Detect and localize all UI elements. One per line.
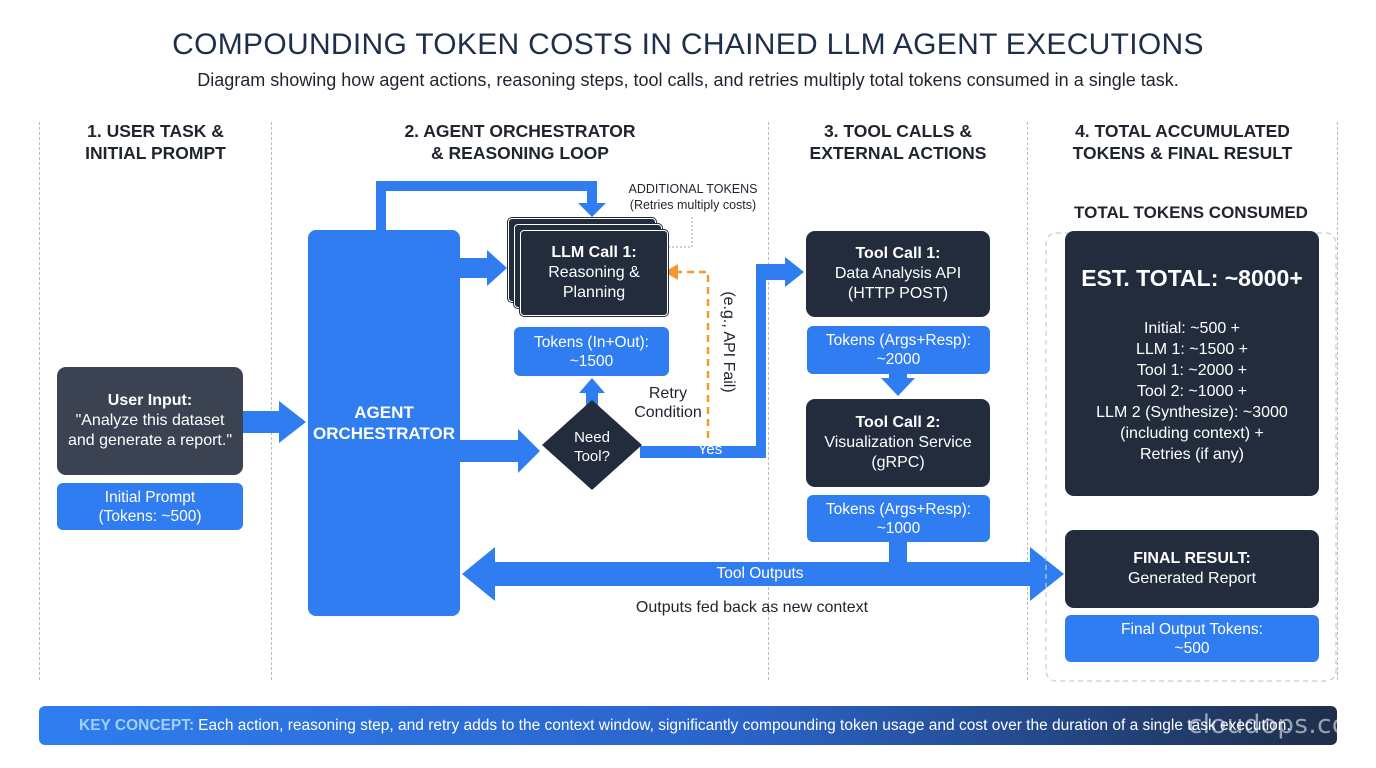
llm-call-text: Reasoning &	[548, 264, 640, 281]
breakdown-line: Tool 1: ~2000 +	[1136, 362, 1248, 379]
retry-arrowhead	[664, 264, 678, 280]
column-heading-line: 3. TOOL CALLS &	[823, 121, 973, 141]
orchestrator-label: ORCHESTRATOR	[313, 424, 455, 443]
initial-prompt-label: Initial Prompt	[104, 488, 196, 506]
arrow-to-orchestrator	[243, 401, 306, 443]
tool-call-1-text: Data Analysis API	[834, 265, 962, 282]
tool-stem	[889, 540, 907, 562]
llm-call-card: LLM Call 1: Reasoning & Planning	[520, 230, 668, 316]
tool-call-2-title: Tool Call 2:	[855, 414, 941, 431]
final-tokens-badge: Final Output Tokens: ~500	[1065, 615, 1319, 662]
tool-1-tokens-badge: Tokens (Args+Resp): ~2000	[807, 326, 990, 374]
final-result-title: FINAL RESULT:	[1133, 550, 1251, 567]
column-heading-line: INITIAL PROMPT	[85, 143, 226, 163]
orchestrator-label: AGENT	[354, 403, 414, 422]
additional-tokens-caption: (Retries multiply costs)	[629, 198, 757, 212]
tool-1-tokens-value: ~2000	[876, 351, 921, 368]
retry-label: Retry	[648, 385, 688, 402]
tool-2-tokens-badge: Tokens (Args+Resp): ~1000	[807, 495, 990, 542]
final-tokens-label: Final Output Tokens:	[1121, 620, 1263, 638]
tool-call-2-text: (gRPC)	[871, 454, 925, 471]
loop-arrow	[376, 181, 606, 232]
retry-condition-label: Retry Condition	[626, 384, 710, 422]
page-title: COMPOUNDING TOKEN COSTS IN CHAINED LLM A…	[172, 28, 1204, 61]
column-divider	[768, 122, 769, 680]
user-input-box: User Input: "Analyze this dataset and ge…	[57, 367, 243, 475]
user-input-label: User Input:	[107, 392, 193, 409]
arrow-to-decision	[460, 429, 540, 473]
initial-prompt-badge: Initial Prompt (Tokens: ~500)	[57, 483, 243, 530]
column-heading-total: 4. TOTAL ACCUMULATED TOKENS & FINAL RESU…	[1028, 120, 1337, 164]
estimated-total: EST. TOTAL: ~8000+	[1081, 265, 1303, 291]
total-tokens-heading: TOTAL TOKENS CONSUMED	[1074, 203, 1308, 222]
breakdown-line: Tool 2: ~1000 +	[1136, 383, 1248, 400]
column-heading-user-task: 1. USER TASK & INITIAL PROMPT	[40, 120, 271, 164]
llm-tokens-label: Tokens (In+Out):	[533, 333, 649, 351]
yes-label: Yes	[697, 441, 723, 458]
tool-call-1-text: (HTTP POST)	[847, 285, 949, 302]
breakdown-line: Retries (if any)	[1139, 446, 1244, 463]
breakdown-line: Initial: ~500 +	[1143, 320, 1241, 337]
arrow-tool1-to-tool2	[881, 374, 915, 396]
column-heading-line: 4. TOTAL ACCUMULATED	[1075, 121, 1290, 141]
retry-fail-label: (e.g., API Fail)	[720, 291, 737, 393]
llm-tokens-badge: Tokens (In+Out): ~1500	[514, 327, 669, 376]
watermark: cloudops.com	[1188, 710, 1375, 740]
breakdown-line: (including context) +	[1120, 425, 1264, 442]
tool-call-1-card: Tool Call 1: Data Analysis API (HTTP POS…	[806, 231, 990, 317]
decision-diamond	[542, 400, 642, 490]
arrow-up-to-llm	[579, 378, 605, 410]
tool-2-tokens-value: ~1000	[876, 519, 921, 537]
key-concept-label: KEY CONCEPT:	[79, 716, 195, 734]
arrow-to-llm	[460, 250, 507, 286]
decision-text: Need	[574, 429, 610, 446]
llm-call-text: Planning	[562, 284, 626, 301]
column-divider	[1337, 122, 1338, 680]
column-divider	[39, 122, 40, 680]
final-result-text: Generated Report	[1127, 570, 1257, 587]
additional-tokens-title: ADDITIONAL TOKENS	[628, 182, 758, 196]
yes-path-arrow	[640, 257, 804, 458]
decision-text: Tool?	[574, 448, 610, 465]
initial-prompt-tokens: (Tokens: ~500)	[98, 507, 202, 525]
user-input-text: "Analyze this dataset	[75, 412, 225, 429]
final-result-card: FINAL RESULT: Generated Report	[1065, 530, 1319, 608]
page-subtitle: Diagram showing how agent actions, reaso…	[197, 70, 1179, 90]
breakdown-line: LLM 1: ~1500 +	[1135, 341, 1249, 358]
column-heading-line: 2. AGENT ORCHESTRATOR	[404, 121, 636, 141]
tool-outputs-label: Tool Outputs	[716, 565, 804, 582]
tool-outputs-caption: Outputs fed back as new context	[635, 599, 869, 616]
retry-label: Condition	[634, 404, 702, 421]
column-heading-line: 1. USER TASK &	[87, 121, 224, 141]
tool-outputs-arrow	[462, 547, 1064, 601]
column-heading-line: TOKENS & FINAL RESULT	[1072, 143, 1293, 163]
tool-2-tokens-label: Tokens (Args+Resp):	[825, 500, 972, 518]
column-heading-tool-calls: 3. TOOL CALLS & EXTERNAL ACTIONS	[769, 120, 1027, 164]
column-heading-line: & REASONING LOOP	[431, 143, 609, 163]
column-divider	[271, 122, 272, 680]
total-tokens-card: EST. TOTAL: ~8000+ Initial: ~500 + LLM 1…	[1065, 231, 1319, 496]
decision-label: Need Tool?	[542, 428, 642, 466]
total-breakdown: Initial: ~500 + LLM 1: ~1500 + Tool 1: ~…	[1096, 318, 1288, 465]
llm-call-title: LLM Call 1:	[551, 244, 637, 261]
user-input-text: and generate a report."	[67, 432, 232, 449]
tool-call-2-card: Tool Call 2: Visualization Service (gRPC…	[806, 399, 990, 487]
agent-orchestrator-box: AGENT ORCHESTRATOR	[308, 230, 460, 616]
column-heading-orchestrator: 2. AGENT ORCHESTRATOR & REASONING LOOP	[272, 120, 768, 164]
column-heading-line: EXTERNAL ACTIONS	[809, 143, 987, 163]
additional-tokens-note: ADDITIONAL TOKENS (Retries multiply cost…	[618, 181, 768, 213]
note-connector	[664, 215, 693, 248]
tool-call-2-text: Visualization Service	[824, 434, 972, 451]
key-concept-bar: KEY CONCEPT: Each action, reasoning step…	[39, 706, 1337, 745]
key-concept-text: Each action, reasoning step, and retry a…	[198, 716, 1291, 734]
column-divider	[1027, 122, 1028, 680]
breakdown-line: LLM 2 (Synthesize): ~3000	[1096, 404, 1288, 421]
llm-tokens-value: ~1500	[569, 352, 614, 370]
tool-1-tokens-label: Tokens (Args+Resp):	[825, 332, 972, 349]
final-tokens-value: ~500	[1174, 639, 1210, 657]
tool-call-1-title: Tool Call 1:	[855, 245, 941, 262]
